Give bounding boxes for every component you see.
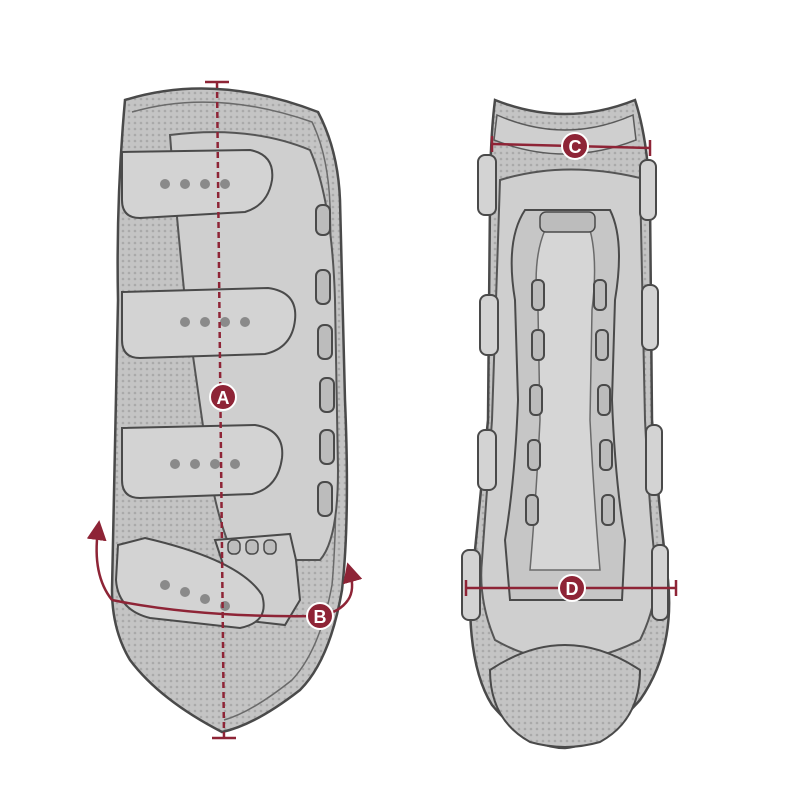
measure-marker-d: D xyxy=(558,574,586,602)
front-vent-slots-left xyxy=(525,279,545,526)
arrow-up-left-icon xyxy=(86,520,113,601)
marker-label-d: D xyxy=(566,579,579,599)
marker-label-b: B xyxy=(314,607,327,627)
marker-label-a: A xyxy=(217,388,230,408)
measure-marker-c: C xyxy=(561,132,589,160)
front-view-boot xyxy=(461,98,671,750)
side-vent-slots xyxy=(315,204,335,517)
side-strap-1 xyxy=(121,148,274,220)
side-view-boot xyxy=(110,87,349,734)
side-strap-3 xyxy=(121,423,284,500)
front-strap-tabs xyxy=(461,154,669,621)
measure-line-b xyxy=(111,598,350,618)
arrow-up-right-icon xyxy=(343,562,363,601)
measure-marker-b: B xyxy=(306,602,334,630)
side-strap-4 xyxy=(114,536,265,630)
measure-marker-a: A xyxy=(209,383,237,411)
marker-label-c: C xyxy=(569,137,582,157)
front-vent-slots-right xyxy=(593,279,615,526)
side-strap-2 xyxy=(121,286,297,360)
